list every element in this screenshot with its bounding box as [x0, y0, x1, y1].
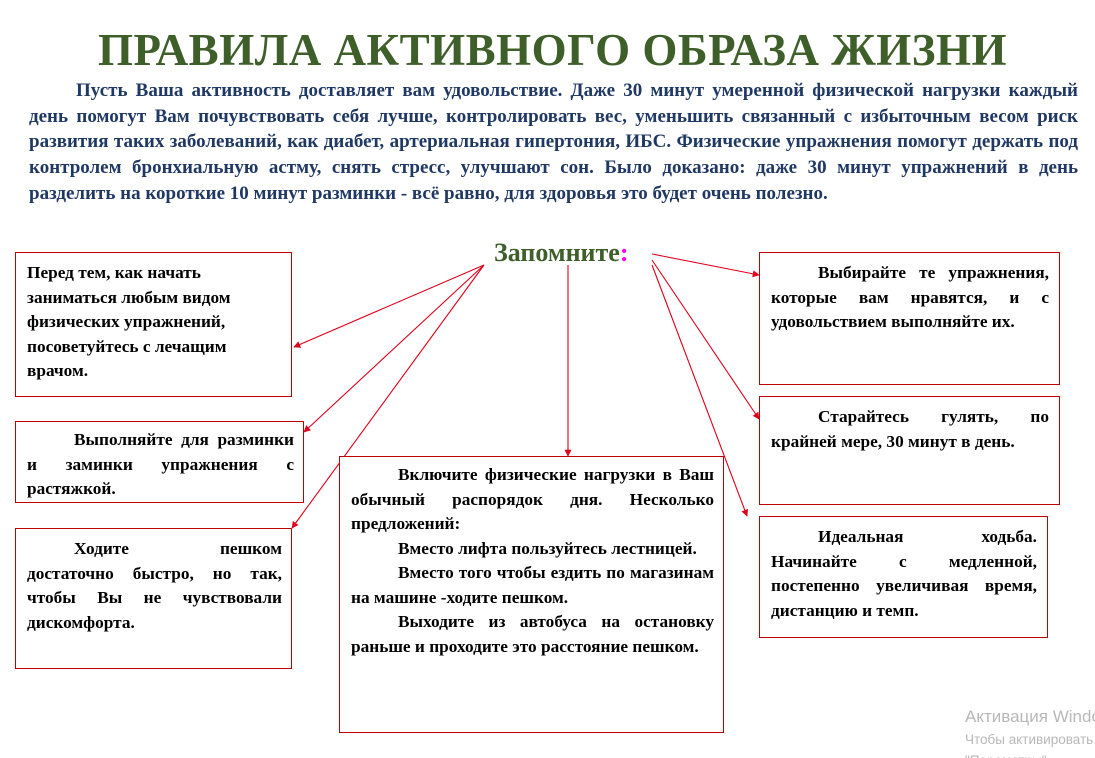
choose-exercises-text: Выбирайте те упражнения, которые вам нра…	[771, 263, 1049, 331]
doctor-advice-text: Перед тем, как начать заниматься любым в…	[27, 263, 231, 380]
watermark-title: Активация Windows	[965, 707, 1095, 726]
daily-suggestion-bus: Выходите из автобуса на остановку раньше…	[351, 612, 714, 656]
watermark-line: Чтобы активировать Windows, перейдите в …	[965, 732, 1095, 747]
daily-routine-intro: Включите физические нагрузки в Ваш обычн…	[351, 465, 714, 533]
arrow-to-choose-box	[651, 253, 760, 278]
ideal-walk-text: Идеальная ходьба. Начинайте с медленной,…	[771, 527, 1037, 620]
arrow-to-walk-30-box	[651, 259, 760, 420]
arrow-to-ideal-box	[651, 264, 749, 517]
arrow-to-stretch-box	[303, 264, 485, 433]
ideal-walk-box: Идеальная ходьба. Начинайте с медленной,…	[759, 516, 1048, 638]
arrow-to-doctor-box	[293, 264, 485, 348]
central-node-colon: :	[619, 238, 629, 267]
central-node-remember: Запомните:	[494, 236, 629, 270]
page-title: ПРАВИЛА АКТИВНОГО ОБРАЗА ЖИЗНИ	[97, 25, 1008, 75]
watermark-line-2: "Параметры".	[965, 750, 1095, 758]
daily-suggestion-stairs: Вместо лифта пользуйтесь лестницей.	[398, 538, 697, 558]
walk-fast-box: Ходите пешком достаточно быстро, но так,…	[15, 528, 292, 669]
walk-30-box: Старайтесь гулять, по крайней мере, 30 м…	[759, 396, 1060, 505]
central-node-label: Запомните	[494, 238, 620, 267]
walk-fast-text: Ходите пешком достаточно быстро, но так,…	[27, 539, 282, 632]
arrow-to-walk-fast-box	[291, 264, 485, 529]
stretch-box: Выполняйте для разминки и заминки упражн…	[15, 421, 304, 503]
daily-routine-box: Включите физические нагрузки в Ваш обычн…	[339, 456, 724, 733]
walk-30-text: Старайтесь гулять, по крайней мере, 30 м…	[771, 407, 1049, 451]
choose-exercises-box: Выбирайте те упражнения, которые вам нра…	[759, 252, 1060, 385]
windows-activation-watermark: Активация Windows Чтобы активировать Win…	[965, 705, 1095, 758]
intro-paragraph: Пусть Ваша активность доставляет вам удо…	[29, 80, 1078, 204]
daily-suggestion-shops: Вместо того чтобы ездить по магазинам на…	[351, 563, 714, 607]
stretch-text: Выполняйте для разминки и заминки упражн…	[27, 430, 294, 498]
doctor-advice-box: Перед тем, как начать заниматься любым в…	[15, 252, 292, 397]
